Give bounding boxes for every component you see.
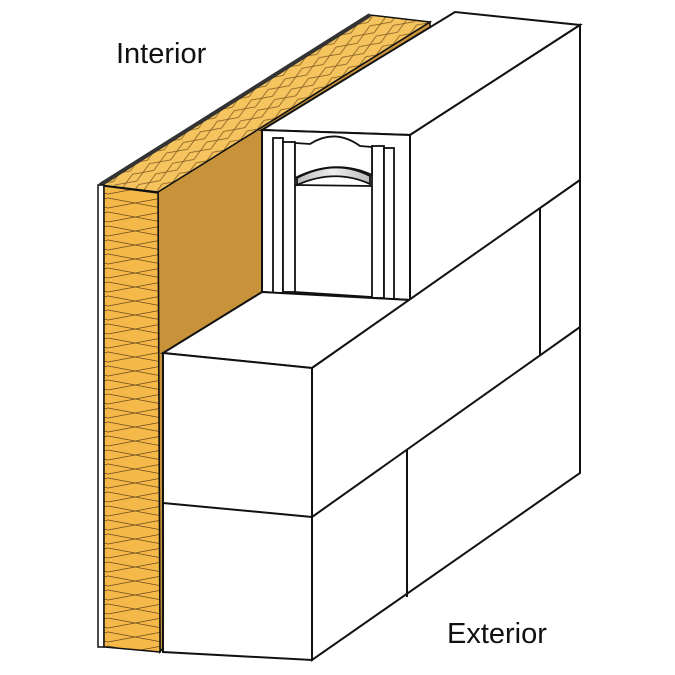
block-core-cavity (272, 135, 395, 301)
front-blocks (159, 178, 581, 662)
course-joint-front (162, 502, 313, 518)
upper-block (258, 10, 583, 302)
gypsum-top-edge (98, 13, 372, 187)
insulation-front-face (103, 185, 161, 653)
interior-label: Interior (116, 38, 207, 70)
gypsum-board-strip (97, 184, 105, 648)
exterior-label: Exterior (447, 618, 547, 650)
course-joint-side (311, 326, 581, 518)
front-block-front-face (162, 351, 313, 662)
